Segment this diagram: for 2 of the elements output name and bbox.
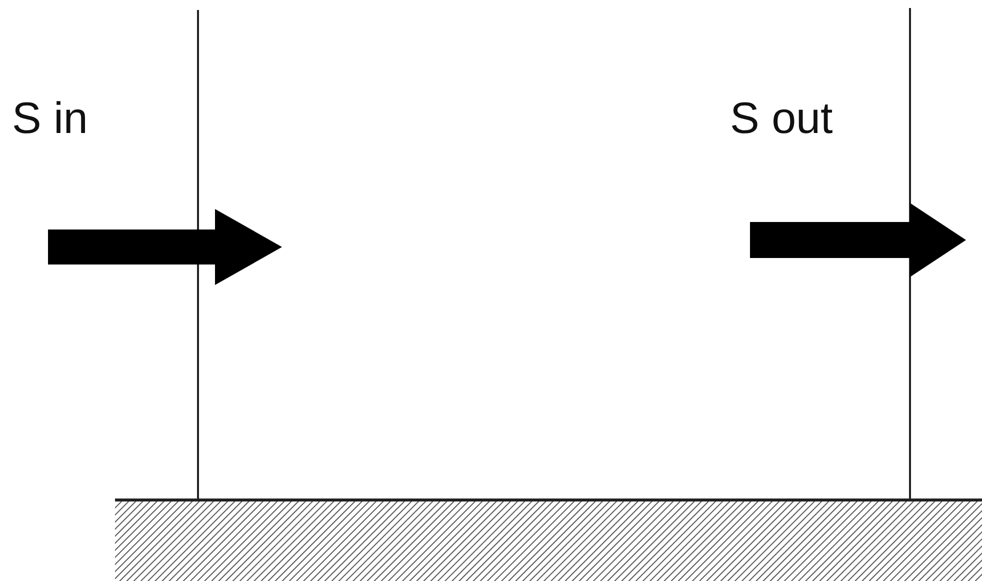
- flux-label: S out: [730, 97, 833, 141]
- flux-label: S in: [12, 97, 88, 141]
